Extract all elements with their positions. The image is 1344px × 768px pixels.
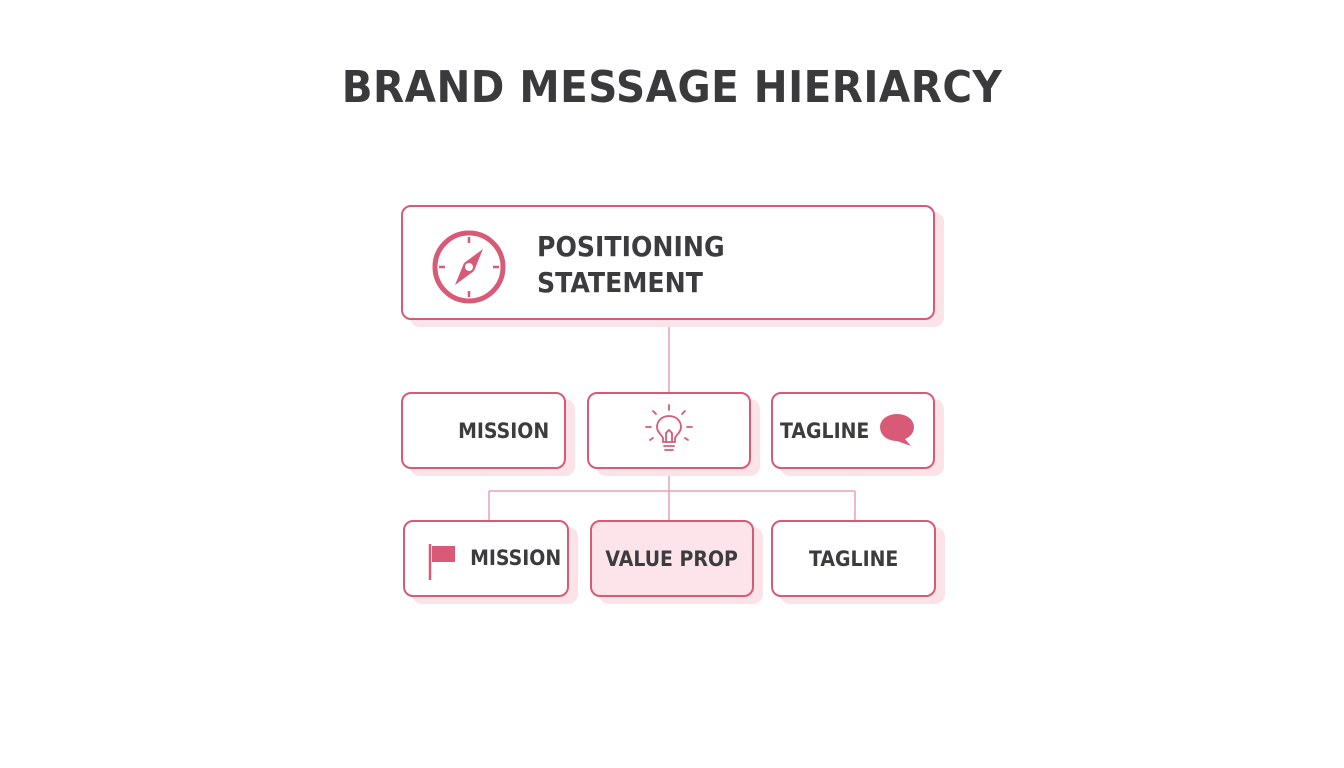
- compass-icon: [431, 229, 507, 309]
- mission-flag-label: MISSION: [470, 546, 562, 570]
- lightbulb-icon: [644, 403, 694, 459]
- tagline-box: TAGLINE: [771, 392, 935, 469]
- tagline-bottom-label: TAGLINE: [808, 546, 899, 571]
- tagline-label: TAGLINE: [779, 419, 870, 443]
- diagram-title: BRAND MESSAGE HIERIARCY: [341, 62, 1003, 113]
- mission-label: MISSION: [457, 418, 550, 443]
- speech-bubble-icon: [877, 412, 917, 452]
- flag-icon: [427, 542, 457, 586]
- value-prop-box: VALUE PROP: [590, 520, 754, 597]
- positioning-statement-box: POSITIONING STATEMENT: [401, 205, 935, 320]
- mission-flag-box: MISSION: [403, 520, 569, 597]
- value-prop-label: VALUE PROP: [605, 546, 739, 571]
- positioning-statement-label: POSITIONING STATEMENT: [537, 230, 725, 299]
- lightbulb-box: [587, 392, 751, 469]
- tagline-bottom-box: TAGLINE: [771, 520, 936, 597]
- mission-box: MISSION: [401, 392, 566, 469]
